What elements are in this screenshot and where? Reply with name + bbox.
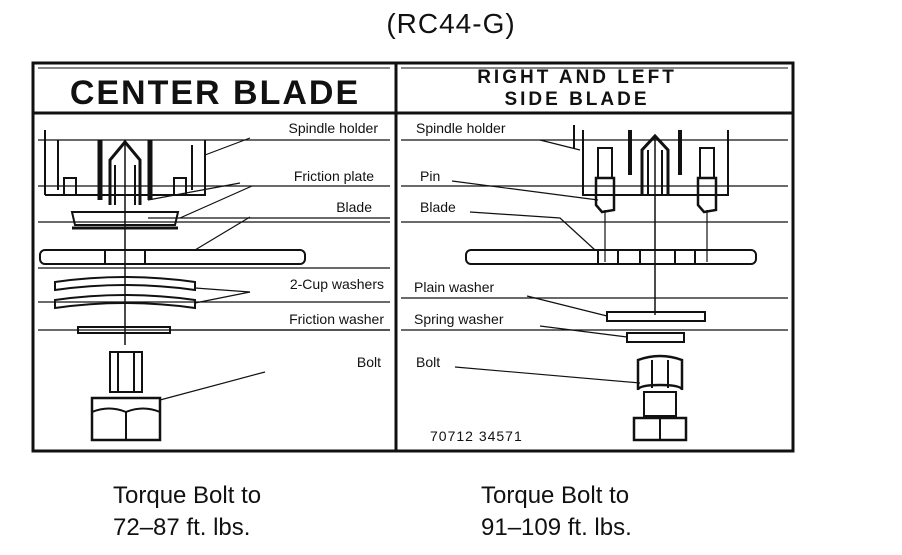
side-leader-lines	[401, 139, 788, 384]
cup-washers-drawing	[54, 276, 196, 310]
side-label-plain-washer: Plain washer	[414, 279, 494, 295]
center-label-spindle-holder: Spindle holder	[288, 120, 378, 136]
center-label-friction-washer: Friction washer	[289, 311, 384, 327]
side-bolt-drawing	[632, 354, 688, 442]
center-torque-spec: Torque Bolt to 72–87 ft. lbs.	[113, 480, 261, 544]
center-leader-lines	[38, 137, 390, 401]
center-label-bolt: Bolt	[357, 354, 381, 370]
diagram-frame	[31, 61, 795, 453]
center-label-friction-plate: Friction plate	[294, 168, 374, 184]
spring-washer-drawing	[626, 332, 685, 343]
side-torque-spec: Torque Bolt to 91–109 ft. lbs.	[481, 480, 632, 544]
side-blade-header-line2: SIDE BLADE	[504, 89, 649, 110]
model-code-title: (RC44-G)	[386, 8, 516, 39]
center-blade-header: CENTER BLADE	[70, 74, 360, 112]
side-torque-line2: 91–109 ft. lbs.	[481, 514, 632, 541]
side-label-pin: Pin	[420, 168, 440, 184]
side-label-blade: Blade	[420, 199, 456, 215]
plain-washer-drawing	[606, 311, 706, 322]
side-label-spindle-holder: Spindle holder	[416, 120, 506, 136]
center-torque-line2: 72–87 ft. lbs.	[113, 514, 251, 541]
side-spindle-holder-drawing	[573, 125, 729, 214]
center-blade-drawing	[39, 249, 306, 265]
part-number: 70712 34571	[430, 428, 523, 444]
side-blade-drawing	[465, 249, 757, 265]
center-label-cup-washers: 2-Cup washers	[290, 276, 384, 292]
center-bolt-drawing	[90, 351, 162, 442]
center-torque-line1: Torque Bolt to	[113, 482, 262, 509]
side-label-bolt: Bolt	[416, 354, 440, 370]
side-torque-line1: Torque Bolt to	[481, 482, 630, 509]
side-blade-header-line1: RIGHT AND LEFT	[477, 67, 677, 88]
side-label-spring-washer: Spring washer	[414, 311, 504, 327]
center-label-blade: Blade	[336, 199, 372, 215]
